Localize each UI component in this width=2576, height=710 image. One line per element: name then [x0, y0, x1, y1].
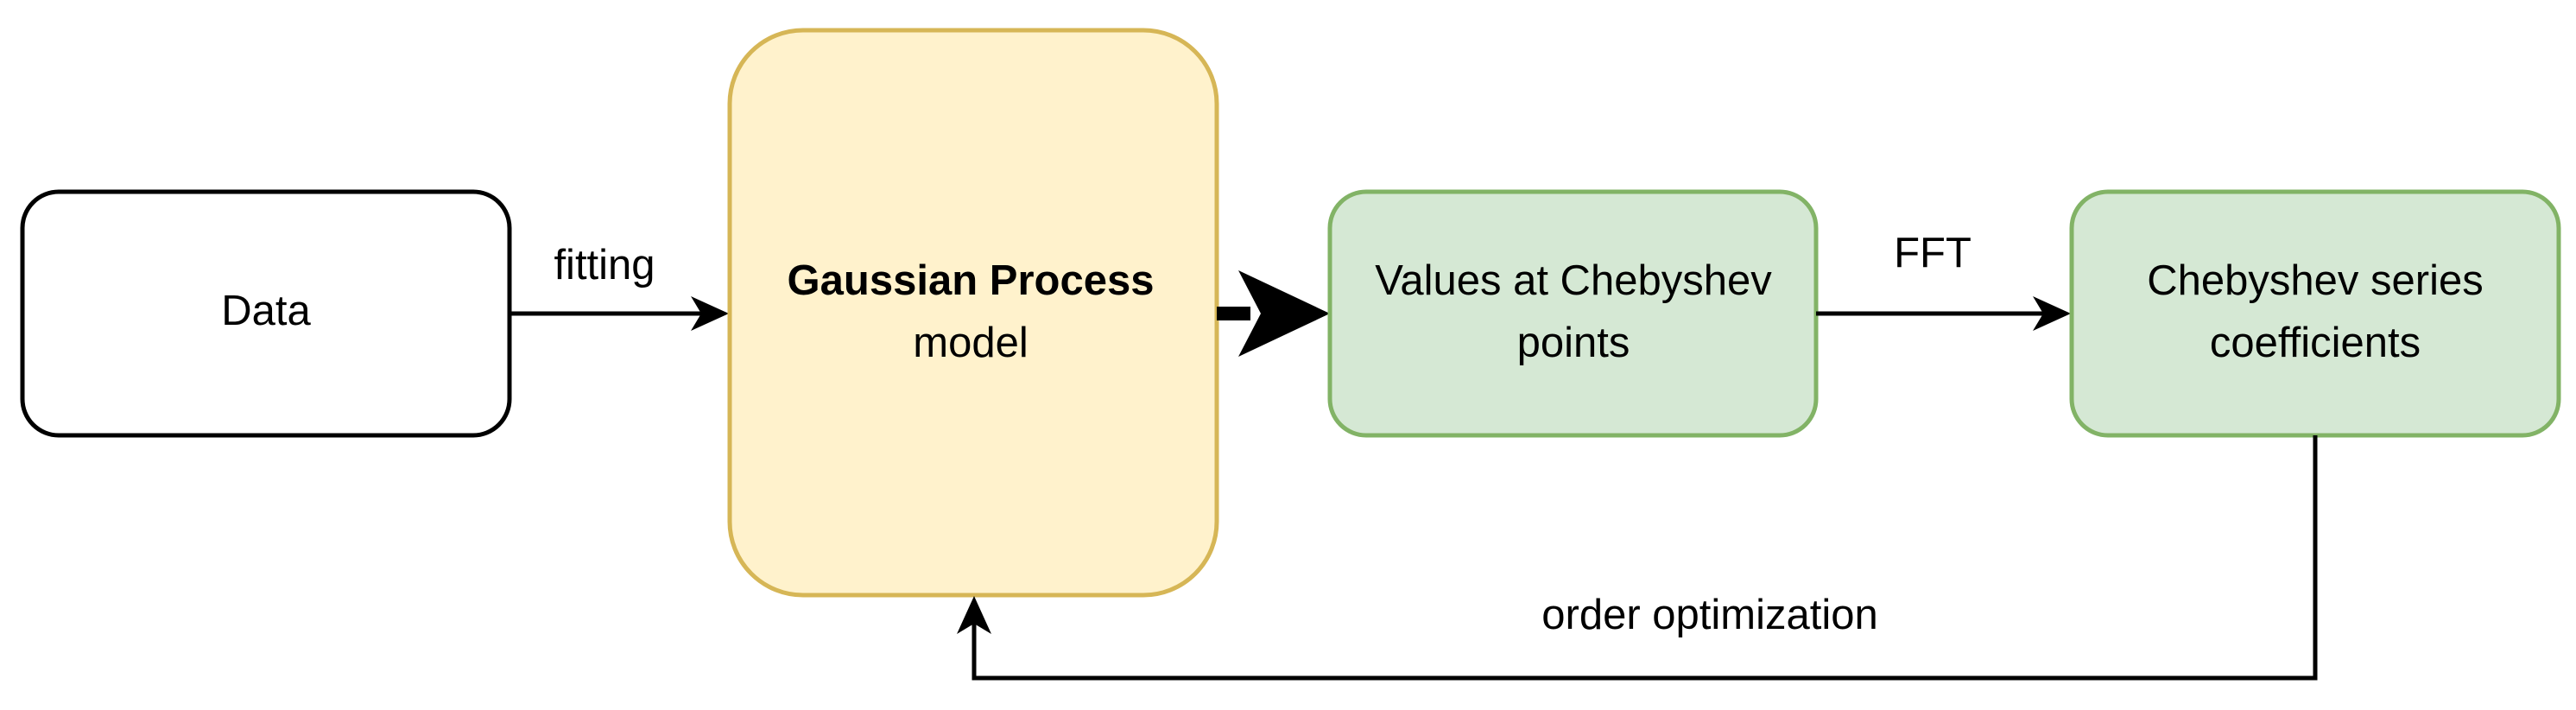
node-gp-model-subtitle: model — [913, 320, 1028, 366]
edge-fft: FFT — [1816, 230, 2071, 331]
node-cheb-values: Values at Chebyshev points — [1327, 189, 1819, 438]
node-cheb-values-line2: points — [1517, 320, 1630, 366]
node-data-label: Data — [221, 288, 311, 334]
node-cheb-values-line1: Values at Chebyshev — [1375, 257, 1772, 304]
node-cheb-coeffs-line1: Chebyshev series — [2147, 257, 2483, 304]
edge-fitting-label: fitting — [554, 242, 655, 288]
node-cheb-coeffs-line2: coefficients — [2210, 320, 2421, 366]
node-gp-model: Gaussian Process model — [727, 28, 1219, 598]
edge-fitting: fitting — [510, 242, 729, 331]
edge-gp-to-values-arrowhead — [1238, 270, 1330, 357]
edge-gp-to-values — [1217, 270, 1330, 357]
node-cheb-values-box — [1327, 189, 1819, 438]
edge-fitting-arrowhead — [691, 296, 729, 331]
edge-order-optimization-arrowhead — [957, 596, 991, 634]
edge-fft-label: FFT — [1894, 230, 1972, 276]
edge-fft-arrowhead — [2033, 296, 2071, 331]
node-gp-model-box — [727, 28, 1219, 598]
node-gp-model-title: Gaussian Process — [788, 257, 1155, 304]
edge-order-optimization: order optimization — [957, 435, 2318, 681]
edge-order-optimization-line — [972, 435, 2318, 681]
node-cheb-coeffs-box — [2069, 189, 2561, 438]
edge-order-optimization-label: order optimization — [1541, 592, 1877, 638]
node-data: Data — [20, 189, 512, 438]
node-cheb-coeffs: Chebyshev series coefficients — [2069, 189, 2561, 438]
